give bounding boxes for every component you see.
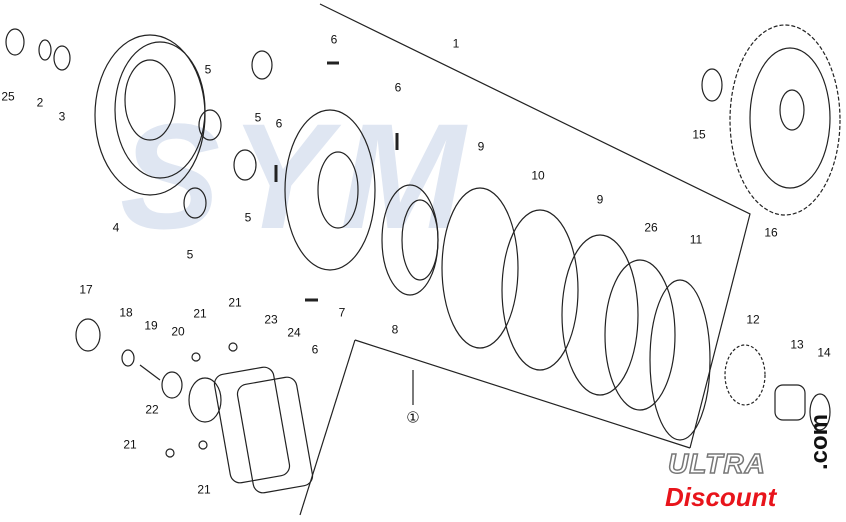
label-23: 23	[263, 312, 279, 327]
part-2-washer	[38, 39, 52, 61]
label-8: 8	[390, 322, 400, 337]
logo-com: .com	[806, 413, 833, 470]
label-6: 6	[393, 80, 403, 95]
label-11: 11	[688, 232, 704, 247]
label-17: 17	[78, 282, 94, 297]
label-20: 20	[170, 324, 186, 339]
label-2: 2	[35, 95, 45, 110]
label-7: 7	[337, 305, 347, 320]
label-22: 22	[144, 402, 160, 417]
label-13: 13	[789, 337, 805, 352]
part-3-lockwasher	[53, 45, 71, 71]
label-26: 26	[643, 220, 659, 235]
part-12-13-14	[724, 344, 831, 431]
label-16: 16	[763, 225, 779, 240]
label-6: 6	[310, 342, 320, 357]
label-15: 15	[691, 127, 707, 142]
label-3: 3	[57, 109, 67, 124]
label-6: 6	[274, 116, 284, 131]
label-5: 5	[253, 110, 263, 125]
label-25: 25	[0, 89, 16, 104]
label-12: 12	[745, 312, 761, 327]
part-16-gear	[729, 24, 841, 216]
label-19: 19	[143, 318, 159, 333]
springs	[183, 50, 273, 219]
label-9: 9	[595, 192, 605, 207]
part-4-housing	[94, 34, 206, 196]
label-18: 18	[118, 305, 134, 320]
label-5: 5	[203, 62, 213, 77]
label-24: 24	[286, 325, 302, 340]
label-21: 21	[196, 482, 212, 497]
label-5: 5	[243, 210, 253, 225]
part-15-clip	[701, 68, 723, 102]
logo-discount: Discount	[665, 482, 777, 512]
watermark: SYM	[120, 92, 476, 260]
label-circled-1: ①	[405, 409, 421, 427]
label-10: 10	[530, 168, 546, 183]
label-21: 21	[227, 295, 243, 310]
label-14: 14	[816, 345, 832, 360]
label-5: 5	[185, 247, 195, 262]
logo-ultra: ULTRA	[667, 447, 766, 480]
pins	[274, 61, 399, 302]
label-21: 21	[192, 306, 208, 321]
label-1: 1	[451, 36, 461, 51]
part-8-hub	[381, 184, 439, 296]
label-6: 6	[329, 32, 339, 47]
clutch-discs	[441, 187, 711, 441]
group-boundary-lines	[299, 3, 751, 516]
label-4: 4	[111, 220, 121, 235]
lower-left-parts	[75, 318, 314, 494]
label-9: 9	[476, 139, 486, 154]
part-25-ring	[5, 28, 25, 56]
part-7-plate	[284, 109, 376, 271]
label-21: 21	[122, 437, 138, 452]
